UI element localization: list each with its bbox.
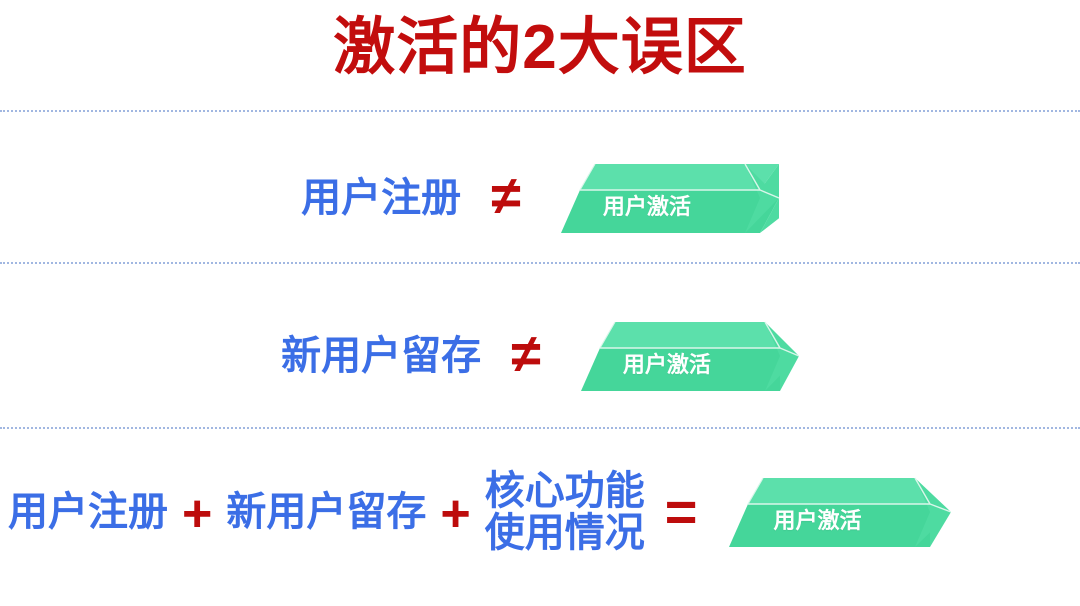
row3-result-label: 用户激活 xyxy=(773,508,862,533)
equation-row-2: 新用户留存 ≠ 用户激活 xyxy=(0,308,1080,404)
title-area: 激活的2大误区 xyxy=(0,13,1080,82)
plus-icon: + xyxy=(182,485,213,543)
row1-result-block: 用户激活 xyxy=(547,155,779,241)
row2-result-label: 用户激活 xyxy=(622,352,711,377)
green-arrow-block-icon xyxy=(580,321,799,391)
not-equal-icon: ≠ xyxy=(491,166,521,226)
not-equal-icon: ≠ xyxy=(511,324,541,384)
row3-term-2: 新用户留存 xyxy=(226,489,427,534)
green-arrow-block-icon xyxy=(560,163,779,233)
row2-left-term: 新用户留存 xyxy=(281,333,482,378)
equals-icon: = xyxy=(664,480,698,543)
divider-1 xyxy=(0,110,1080,112)
row3-term-1: 用户注册 xyxy=(8,489,168,534)
row2-result-block: 用户激活 xyxy=(567,313,799,399)
page-title: 激活的2大误区 xyxy=(333,13,747,82)
divider-2 xyxy=(0,262,1080,264)
row3-term-3-line-2: 使用情况 xyxy=(484,511,645,555)
row1-left-term: 用户注册 xyxy=(301,175,462,220)
row3-term-3-line-1: 核心功能 xyxy=(484,468,645,513)
divider-3 xyxy=(0,427,1080,429)
row3-result-block: 用户激活 xyxy=(715,469,952,555)
plus-icon: + xyxy=(440,485,471,543)
equation-row-1: 用户注册 ≠ 用户激活 xyxy=(0,150,1080,246)
green-arrow-block-icon xyxy=(729,477,952,547)
row3-term-3: 核心功能 使用情况 xyxy=(484,468,645,555)
equation-row-3: 用户注册 + 新用户留存 + 核心功能 使用情况 = 用户激活 xyxy=(0,452,1080,572)
row1-result-label: 用户激活 xyxy=(602,194,691,219)
